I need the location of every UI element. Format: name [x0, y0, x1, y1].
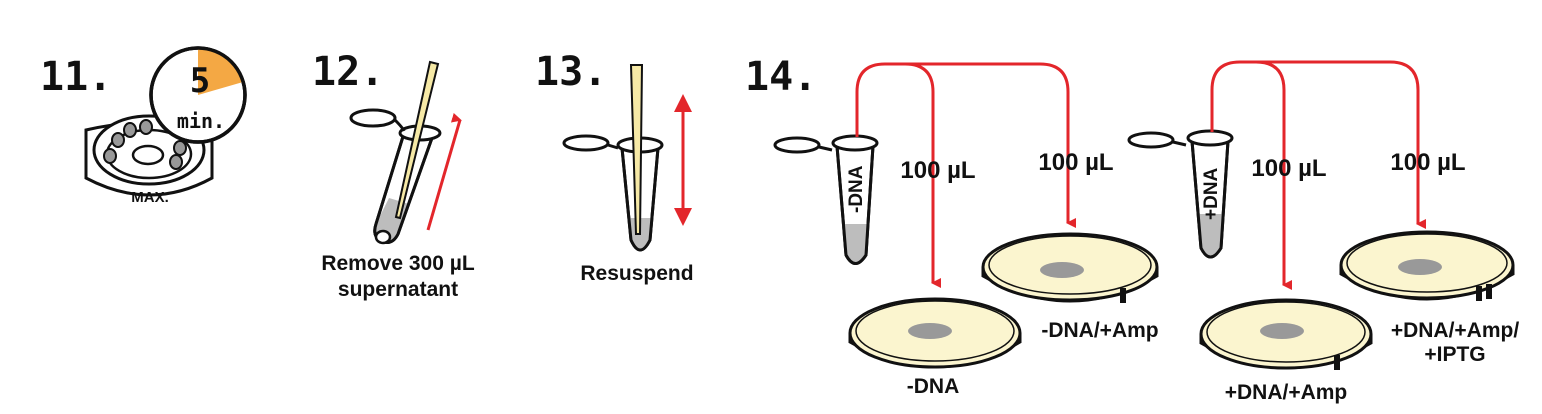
step-caption-line1: Remove 300 µL: [321, 252, 475, 275]
step-number: 14.: [745, 54, 817, 100]
petri-dish-minus-dna: -DNA: [848, 297, 1022, 398]
step-number: 11.: [40, 54, 112, 100]
volume-label: 100 µL: [1390, 149, 1465, 176]
tube-minus-dna: -DNA: [773, 134, 879, 265]
volume-label: 100 µL: [1251, 155, 1326, 182]
petri-dish-plus-dna-amp-iptg: +DNA/+Amp/ +IPTG: [1339, 230, 1520, 366]
step-14: 14. -DNA +DNA: [745, 54, 1519, 404]
volume-label: 100 µL: [900, 157, 975, 184]
plate-marker: [1476, 286, 1482, 301]
petri-dish-plus-dna-amp: +DNA/+Amp: [1199, 298, 1373, 404]
transfer-arrows-minus: [855, 62, 1076, 288]
plate-label-line2: +IPTG: [1424, 343, 1485, 366]
plate-label-line1: +DNA/+Amp/: [1391, 319, 1520, 342]
tube-icon: [349, 60, 442, 245]
centrifuge-icon: MAX.: [84, 114, 214, 206]
step-number: 13.: [535, 49, 607, 95]
volume-label: 100 µL: [1038, 149, 1113, 176]
plate-label: +DNA/+Amp: [1225, 381, 1348, 404]
plate-label: -DNA/+Amp: [1041, 319, 1158, 342]
plate-marker: [1120, 288, 1126, 303]
plate-marker: [1334, 355, 1340, 370]
tube-label: +DNA: [1201, 167, 1222, 220]
step-13: 13. Resuspend: [535, 49, 694, 285]
up-down-arrow: [674, 94, 692, 226]
speed-setting: MAX.: [131, 189, 169, 206]
plate-marker: [1486, 284, 1492, 299]
step-caption: Resuspend: [580, 262, 693, 285]
timer-unit: min.: [177, 109, 225, 133]
step-number: 12.: [312, 49, 384, 95]
tube-plus-dna: +DNA: [1127, 129, 1234, 259]
timer-value: 5: [190, 61, 210, 101]
plate-label: -DNA: [907, 375, 960, 398]
transfer-arrows-plus: [1210, 60, 1426, 290]
step-12: 12. Remove 300 µL supernatant: [312, 49, 475, 301]
tube-icon: [562, 64, 664, 252]
step-caption-line2: supernatant: [338, 278, 458, 301]
upward-arrow: [426, 112, 462, 231]
timer-icon: 5 min.: [149, 46, 247, 144]
step-11: 11. MAX. 5 min.: [40, 46, 247, 206]
tube-label: -DNA: [846, 165, 867, 213]
petri-dish-minus-dna-amp: -DNA/+Amp: [981, 232, 1159, 342]
